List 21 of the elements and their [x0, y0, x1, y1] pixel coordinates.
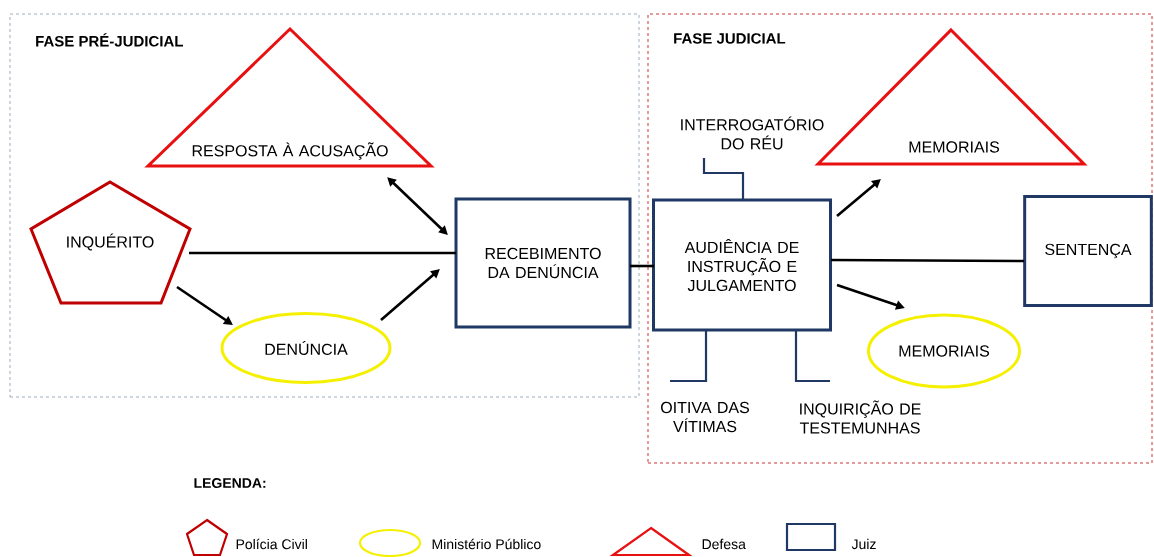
connector-line — [670, 330, 708, 383]
process-box: RECEBIMENTO DA DENÚNCIA — [454, 197, 632, 329]
arrow — [380, 269, 440, 321]
process-box: SENTENÇA — [1023, 195, 1153, 307]
arrow — [387, 177, 448, 235]
process-box: AUDIÊNCIA DE INSTRUÇÃO E JULGAMENTO — [652, 198, 832, 332]
arrow — [836, 179, 881, 217]
arrow — [176, 285, 233, 325]
legend-label: Juiz — [851, 538, 876, 550]
annotation-text: OITIVA DAS VÍTIMAS — [661, 401, 750, 433]
legend-label: Polícia Civil — [236, 538, 307, 550]
legend-label: Ministério Público — [432, 538, 541, 550]
connector-line — [630, 264, 654, 268]
connector-line — [702, 158, 745, 200]
connector-line — [189, 251, 456, 255]
connector-line — [794, 330, 830, 383]
legend-label: Defesa — [702, 538, 746, 550]
connector-line — [831, 258, 1024, 263]
annotation-text: INQUIRIÇÃO DE TESTEMUNHAS — [799, 400, 921, 434]
legend-heading: LEGENDA: — [194, 478, 266, 488]
annotation-text: INTERROGATÓRIO DO RÉU — [681, 116, 824, 150]
